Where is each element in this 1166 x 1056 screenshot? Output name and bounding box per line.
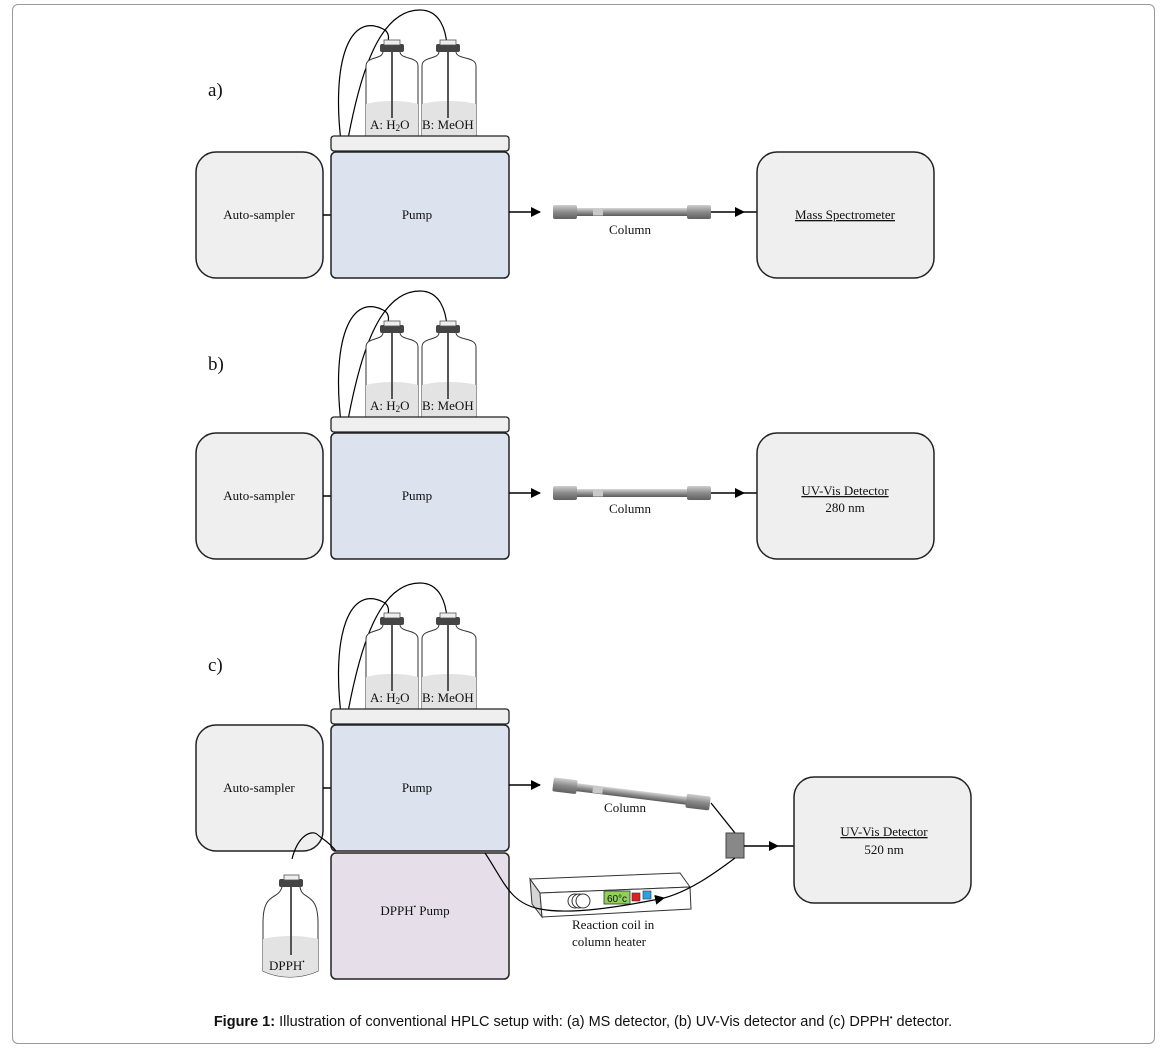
- dpph-pump-label: DPPH• Pump: [380, 903, 449, 918]
- detector-box: [756, 432, 935, 560]
- pump-box: [330, 432, 510, 560]
- pump-label: Pump: [402, 488, 432, 503]
- solvent-bottles-icon: [330, 9, 510, 152]
- solvent-bottles-icon: [330, 582, 510, 725]
- autosampler-label: Auto-sampler: [223, 780, 295, 795]
- bottle-b-label: B: MeOH: [422, 690, 474, 705]
- column-label: Column: [609, 501, 651, 516]
- panel-b: b) A: H2O B: MeOH Auto-sampler Pump Colu…: [195, 290, 935, 560]
- detector-wavelength: 280 nm: [825, 500, 864, 515]
- column-heater-icon: 60°c: [529, 872, 692, 919]
- heater-label-line1: Reaction coil in: [572, 917, 655, 932]
- column-icon: [553, 486, 711, 500]
- column-icon: [553, 205, 711, 219]
- pump-box: [330, 151, 510, 279]
- pump-label: Pump: [402, 780, 432, 795]
- pump-label: Pump: [402, 207, 432, 222]
- caption-end: detector.: [892, 1013, 953, 1030]
- heater-label-line2: column heater: [572, 934, 647, 949]
- bottle-a-label: A: H2O: [370, 690, 410, 706]
- heater-temperature: 60°c: [607, 894, 627, 905]
- panel-a: a) A: H2O B: MeOH Auto-sampler Pump Colu…: [195, 9, 935, 279]
- dpph-bottle-icon: [262, 832, 337, 978]
- bottle-b-label: B: MeOH: [422, 117, 474, 132]
- column-label: Column: [604, 800, 646, 815]
- dpph-pump-box: [330, 852, 510, 980]
- panel-c-label: c): [208, 655, 223, 676]
- detector-wavelength: 520 nm: [864, 842, 903, 857]
- figure-frame: [12, 4, 1155, 1044]
- autosampler-label: Auto-sampler: [223, 207, 295, 222]
- dpph-bottle-label: DPPH•: [269, 958, 305, 973]
- detector-box: [756, 151, 935, 279]
- panel-b-label: b): [208, 354, 224, 375]
- caption-bold: Figure 1:: [213, 1013, 276, 1030]
- mixing-tee: [725, 832, 745, 859]
- caption-dot: •: [889, 1013, 893, 1022]
- bottle-a-label: A: H2O: [370, 117, 410, 133]
- pump-box: [330, 724, 510, 852]
- detector-label: Mass Spectrometer: [795, 207, 896, 222]
- bottle-b-label: B: MeOH: [422, 398, 474, 413]
- solvent-bottles-icon: [330, 290, 510, 433]
- figure-caption: Figure 1: Illustration of conventional H…: [0, 1013, 1166, 1030]
- column-label: Column: [609, 222, 651, 237]
- detector-label: UV-Vis Detector: [801, 483, 889, 498]
- panel-c: c) A: H2O B: MeOH Auto-sampler Pump DPPH…: [195, 582, 972, 980]
- caption-text: Illustration of conventional HPLC setup …: [275, 1013, 890, 1030]
- autosampler-label: Auto-sampler: [223, 488, 295, 503]
- detector-label: UV-Vis Detector: [840, 824, 928, 839]
- detector-box: [793, 776, 972, 904]
- bottle-a-label: A: H2O: [370, 398, 410, 414]
- panel-a-label: a): [208, 80, 223, 101]
